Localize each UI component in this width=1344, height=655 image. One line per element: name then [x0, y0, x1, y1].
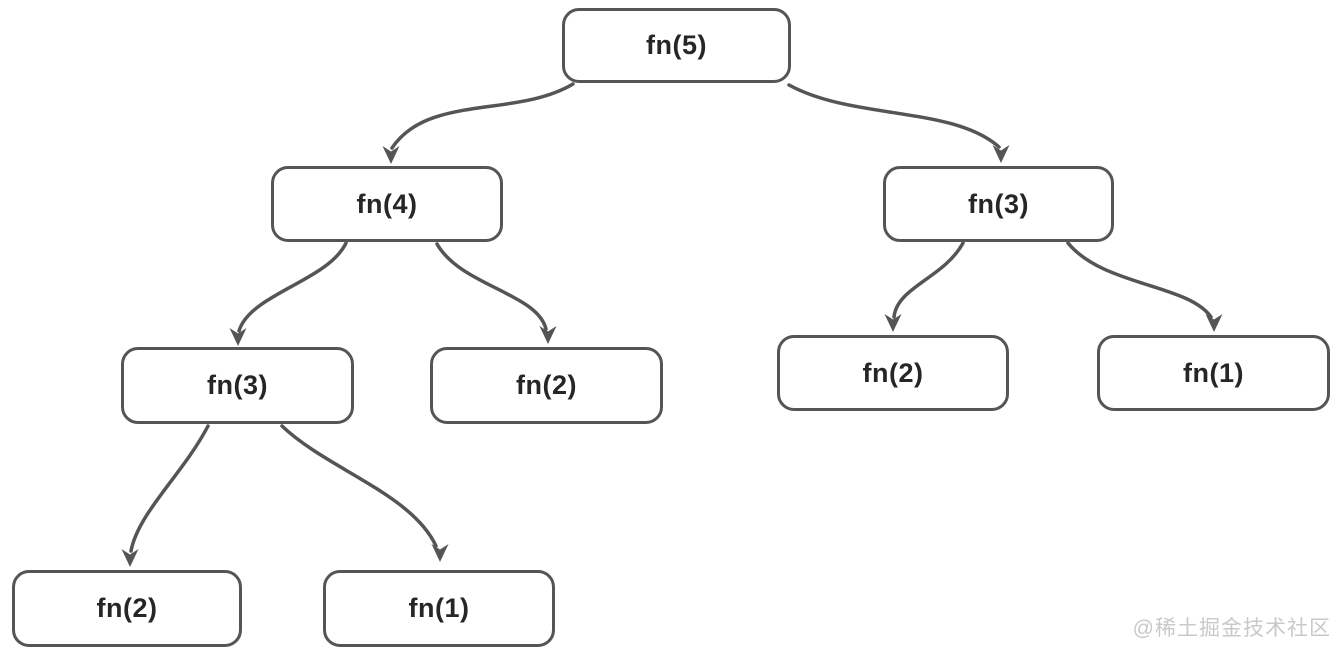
tree-node-fn2-of-fn3-left: fn(2) — [12, 570, 242, 647]
edge-fn4-to-fn3-left — [237, 241, 348, 333]
tree-node-fn2-of-fn4: fn(2) — [430, 347, 663, 424]
tree-node-label: fn(2) — [516, 370, 577, 400]
tree-node-label: fn(1) — [408, 593, 470, 623]
tree-node-fn3-right: fn(3) — [883, 166, 1114, 242]
edge-fn5-root-to-fn4 — [390, 82, 575, 150]
tree-node-fn1-of-fn3-right: fn(1) — [1097, 335, 1330, 411]
arrowhead-icon — [992, 145, 1010, 163]
watermark: @稀土掘金技术社区 — [1132, 617, 1331, 640]
tree-node-fn1-of-fn3-left: fn(1) — [323, 570, 555, 647]
tree-node-fn2-of-fn3-right: fn(2) — [777, 335, 1009, 411]
tree-node-fn5-root: fn(5) — [562, 8, 791, 83]
tree-node-fn4: fn(4) — [271, 166, 503, 242]
arrowhead-icon — [382, 146, 400, 164]
edge-fn5-root-to-fn3-right — [787, 83, 1001, 149]
tree-node-label: fn(3) — [968, 188, 1029, 219]
tree-node-label: fn(2) — [862, 357, 924, 388]
tree-node-label: fn(1) — [1183, 357, 1244, 388]
arrowhead-icon — [884, 314, 902, 332]
arrowhead-icon — [1205, 314, 1223, 332]
edge-fn3-right-to-fn2-of-fn3-right — [892, 241, 965, 319]
tree-node-label: fn(2) — [96, 593, 158, 623]
edge-fn3-left-to-fn2-of-fn3-left — [129, 424, 210, 553]
tree-node-fn3-left: fn(3) — [121, 347, 354, 424]
arrowhead-icon — [229, 328, 247, 346]
tree-node-label: fn(4) — [356, 188, 418, 219]
edge-fn3-right-to-fn1-of-fn3-right — [1066, 241, 1213, 319]
arrowhead-icon — [539, 326, 557, 344]
tree-node-label: fn(5) — [646, 30, 707, 60]
arrowhead-icon — [121, 549, 139, 567]
arrowhead-icon — [431, 544, 449, 562]
edge-fn4-to-fn2-of-fn4 — [435, 242, 548, 331]
tree-node-label: fn(3) — [207, 370, 268, 400]
edge-fn3-left-to-fn1-of-fn3-left — [280, 424, 438, 548]
